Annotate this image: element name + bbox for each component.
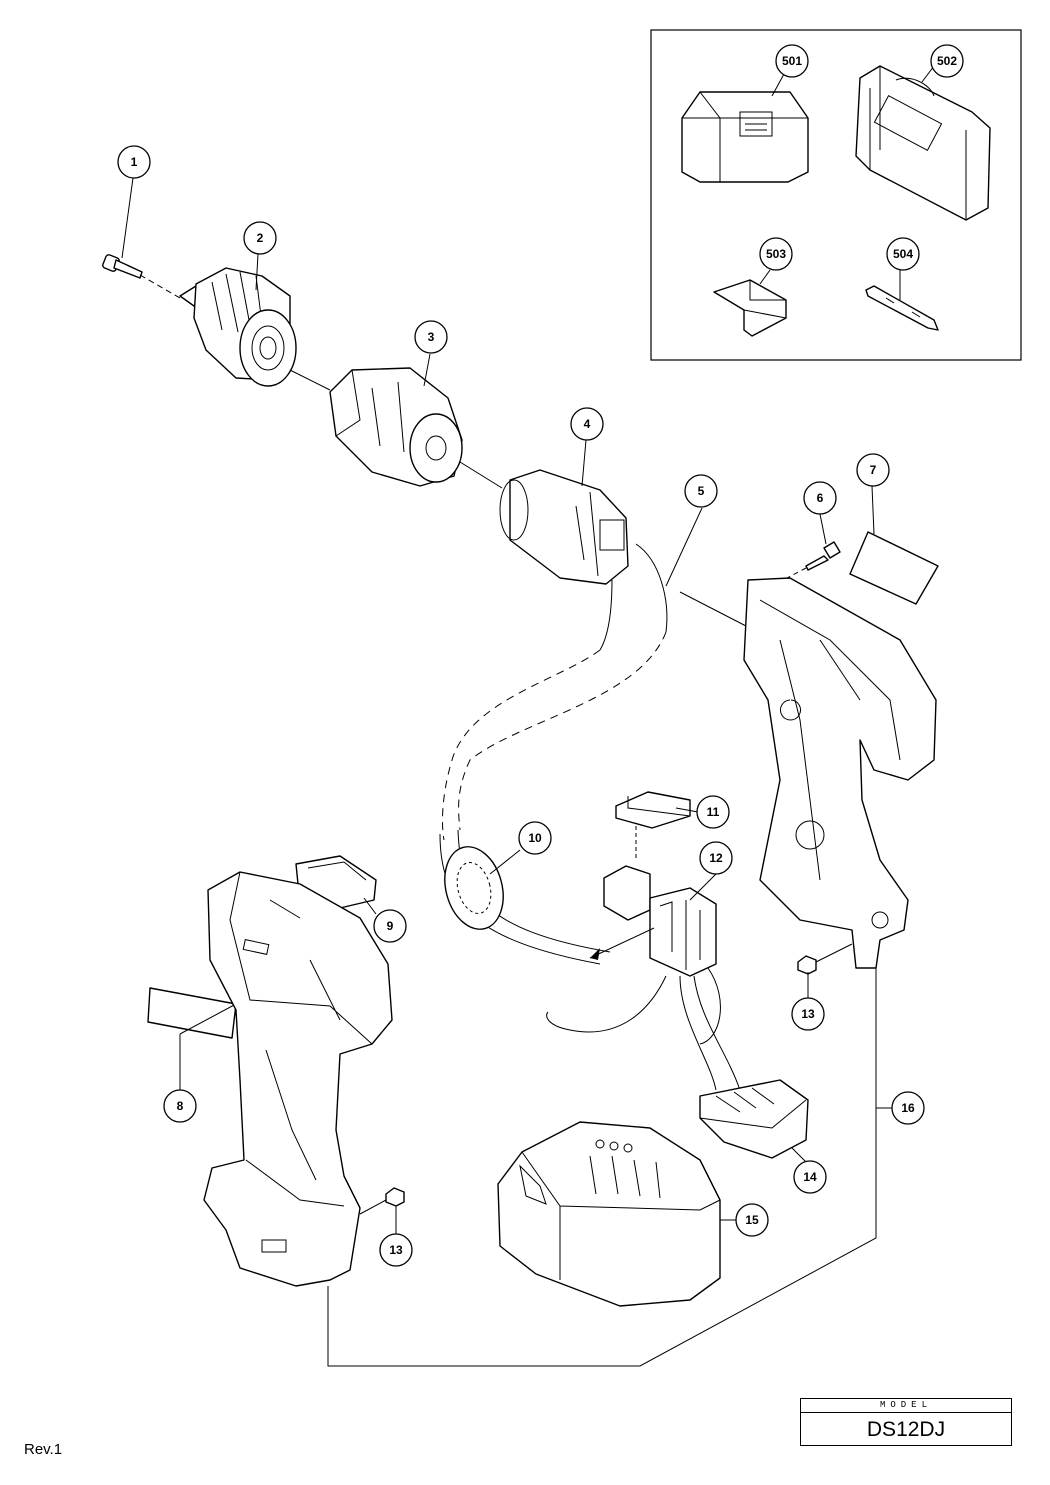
svg-text:502: 502 [937,54,957,68]
svg-text:15: 15 [745,1213,759,1227]
switch-wires-part [546,967,741,1091]
svg-text:14: 14 [803,1170,817,1184]
svg-text:10: 10 [528,831,542,845]
svg-text:13: 13 [801,1007,815,1021]
callout-13-right: 13 [791,997,825,1031]
gear-assembly-part [329,367,463,487]
callout-504: 504 [886,237,920,271]
callout-4: 4 [570,407,604,441]
callout-2: 2 [243,221,277,255]
callout-10: 10 [518,821,552,855]
switch-part [603,865,717,977]
carrying-case-part [855,65,991,221]
callout-11: 11 [696,795,730,829]
svg-text:3: 3 [428,330,435,344]
callout-1: 1 [117,145,151,179]
callout-5: 5 [684,474,718,508]
model-label: MODEL [801,1399,1011,1413]
driver-bit-part [865,285,939,331]
callout-13-left: 13 [379,1233,413,1267]
charger-part [681,91,809,183]
tapping-screw-part [805,541,841,571]
revision-label: Rev.1 [24,1441,63,1458]
svg-text:4: 4 [584,417,591,431]
callout-15: 15 [735,1203,769,1237]
svg-text:11: 11 [707,805,720,819]
screw-part [102,254,181,299]
svg-text:7: 7 [870,463,877,477]
svg-text:504: 504 [893,247,913,261]
label-part-7 [849,531,939,605]
callout-503: 503 [759,237,793,271]
svg-text:1: 1 [131,155,138,169]
callout-12: 12 [699,841,733,875]
callout-8: 8 [163,1089,197,1123]
belt-hook-part [713,279,787,337]
housing-left-part [203,871,393,1287]
callout-502: 502 [930,44,964,78]
model-box: MODEL DS12DJ [800,1398,1012,1446]
callout-16: 16 [891,1091,925,1125]
battery-terminal-part [699,1079,809,1159]
label-part-8 [147,987,237,1039]
svg-text:503: 503 [766,247,786,261]
callout-501: 501 [775,44,809,78]
svg-text:5: 5 [698,484,705,498]
callout-9: 9 [373,909,407,943]
motor-part [499,469,629,585]
svg-text:9: 9 [387,919,394,933]
callout-3: 3 [414,320,448,354]
svg-text:12: 12 [709,851,723,865]
callout-7: 7 [856,453,890,487]
callout-14: 14 [793,1160,827,1194]
nut-part-a [797,955,817,975]
svg-text:16: 16 [901,1101,915,1115]
svg-text:13: 13 [389,1243,403,1257]
model-number: DS12DJ [866,1418,946,1441]
svg-text:2: 2 [257,231,264,245]
housing-right-part [743,577,937,969]
nut-part-b [385,1187,405,1207]
callout-leaders [121,65,935,1234]
assembly-bracket-line [327,968,877,1367]
svg-text:6: 6 [817,491,824,505]
svg-text:8: 8 [177,1099,184,1113]
battery-pack-part [497,1121,721,1307]
callout-6: 6 [803,481,837,515]
accessory-frame [650,29,1022,361]
noise-suppressor-part [444,846,504,930]
drill-chuck-part [179,267,297,387]
svg-text:501: 501 [782,54,802,68]
switch-cap-part [615,791,691,829]
